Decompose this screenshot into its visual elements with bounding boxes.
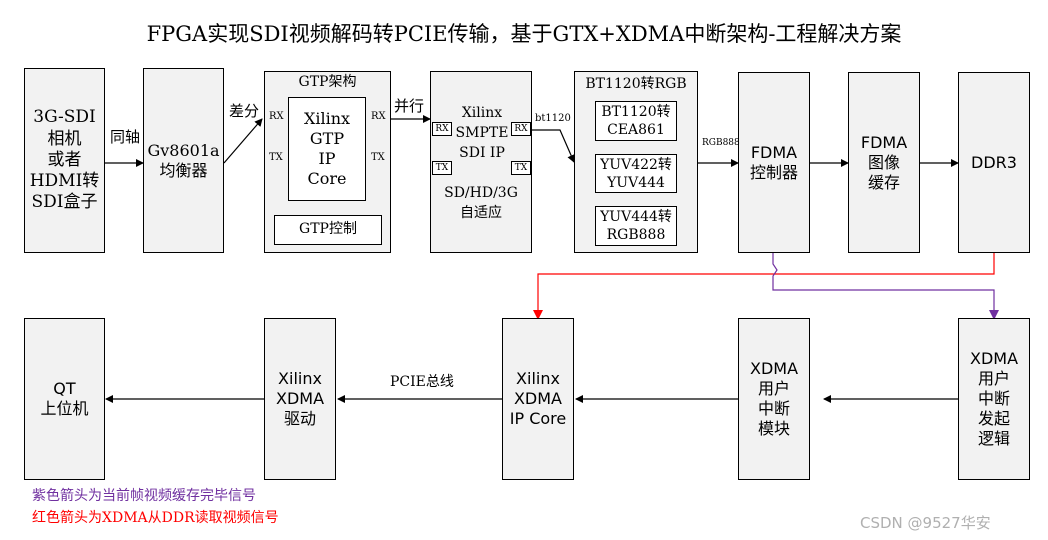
equalizer-block: Gv8601a 均衡器 xyxy=(143,68,224,253)
bt1120-cea861-block: BT1120转 CEA861 xyxy=(595,101,677,141)
pcie-bus-label: PCIE总线 xyxy=(390,374,454,390)
smpte-rx-right-port: RX xyxy=(511,122,531,136)
ddr3-block: DDR3 xyxy=(958,72,1030,253)
yuv444-rgb888-block: YUV444转 RGB888 xyxy=(595,206,677,246)
smpte-sdi-label: Xilinx SMPTE SDI IP xyxy=(455,105,509,161)
arrow-red-ddr-read xyxy=(533,253,995,320)
gtp-rx-in-label: RX xyxy=(269,111,284,122)
smpte-tx-right-port: TX xyxy=(511,161,531,175)
yuv422-yuv444-block: YUV422转 YUV444 xyxy=(595,154,677,193)
coax-label: 同轴 xyxy=(110,128,141,146)
smpte-tx-left-port: TX xyxy=(432,161,452,175)
legend-red-note: 红色箭头为XDMA从DDR读取视频信号 xyxy=(32,510,279,526)
xdma-driver-block: Xilinx XDMA 驱动 xyxy=(264,318,336,480)
fdma-image-cache-block: FDMA 图像 缓存 xyxy=(848,72,920,253)
gtp-group-title: GTP架构 xyxy=(298,74,357,90)
arrow-purple-frame-done xyxy=(772,253,999,320)
xdma-user-interrupt-block: XDMA 用户 中断 模块 xyxy=(738,318,810,480)
csdn-watermark: CSDN @9527华安 xyxy=(860,514,991,532)
page-title: FPGA实现SDI视频解码转PCIE传输，基于GTX+XDMA中断架构-工程解决… xyxy=(146,22,902,46)
arrow-bt1120 xyxy=(532,129,575,163)
qt-host-block: QT 上位机 xyxy=(24,318,105,480)
bt1120-label: bt1120 xyxy=(535,113,571,124)
fdma-controller-block: FDMA 控制器 xyxy=(738,72,810,253)
arrow-diff xyxy=(223,118,263,164)
bt1120-group-title: BT1120转RGB xyxy=(585,76,687,92)
legend-purple-note: 紫色箭头为当前帧视频缓存完毕信号 xyxy=(32,488,256,504)
gtp-rx-out-label: RX xyxy=(371,111,386,122)
diff-label: 差分 xyxy=(229,102,260,120)
smpte-adaptive-label: SD/HD/3G 自适应 xyxy=(444,185,518,221)
gtp-control-block: GTP控制 xyxy=(274,215,382,245)
sdi-source-block: 3G-SDI 相机 或者 HDMI转 SDI盒子 xyxy=(24,68,105,253)
rgb888-label: RGB888 xyxy=(702,138,740,148)
parallel-label: 并行 xyxy=(394,97,425,115)
xdma-interrupt-trigger-block: XDMA 用户 中断 发起 逻辑 xyxy=(958,318,1030,480)
gtp-core-block: Xilinx GTP IP Core xyxy=(288,97,366,201)
smpte-rx-left-port: RX xyxy=(432,122,452,136)
gtp-tx-in-label: TX xyxy=(269,152,283,163)
xdma-ip-core-block: Xilinx XDMA IP Core xyxy=(502,318,574,480)
gtp-tx-out-label: TX xyxy=(371,152,385,163)
